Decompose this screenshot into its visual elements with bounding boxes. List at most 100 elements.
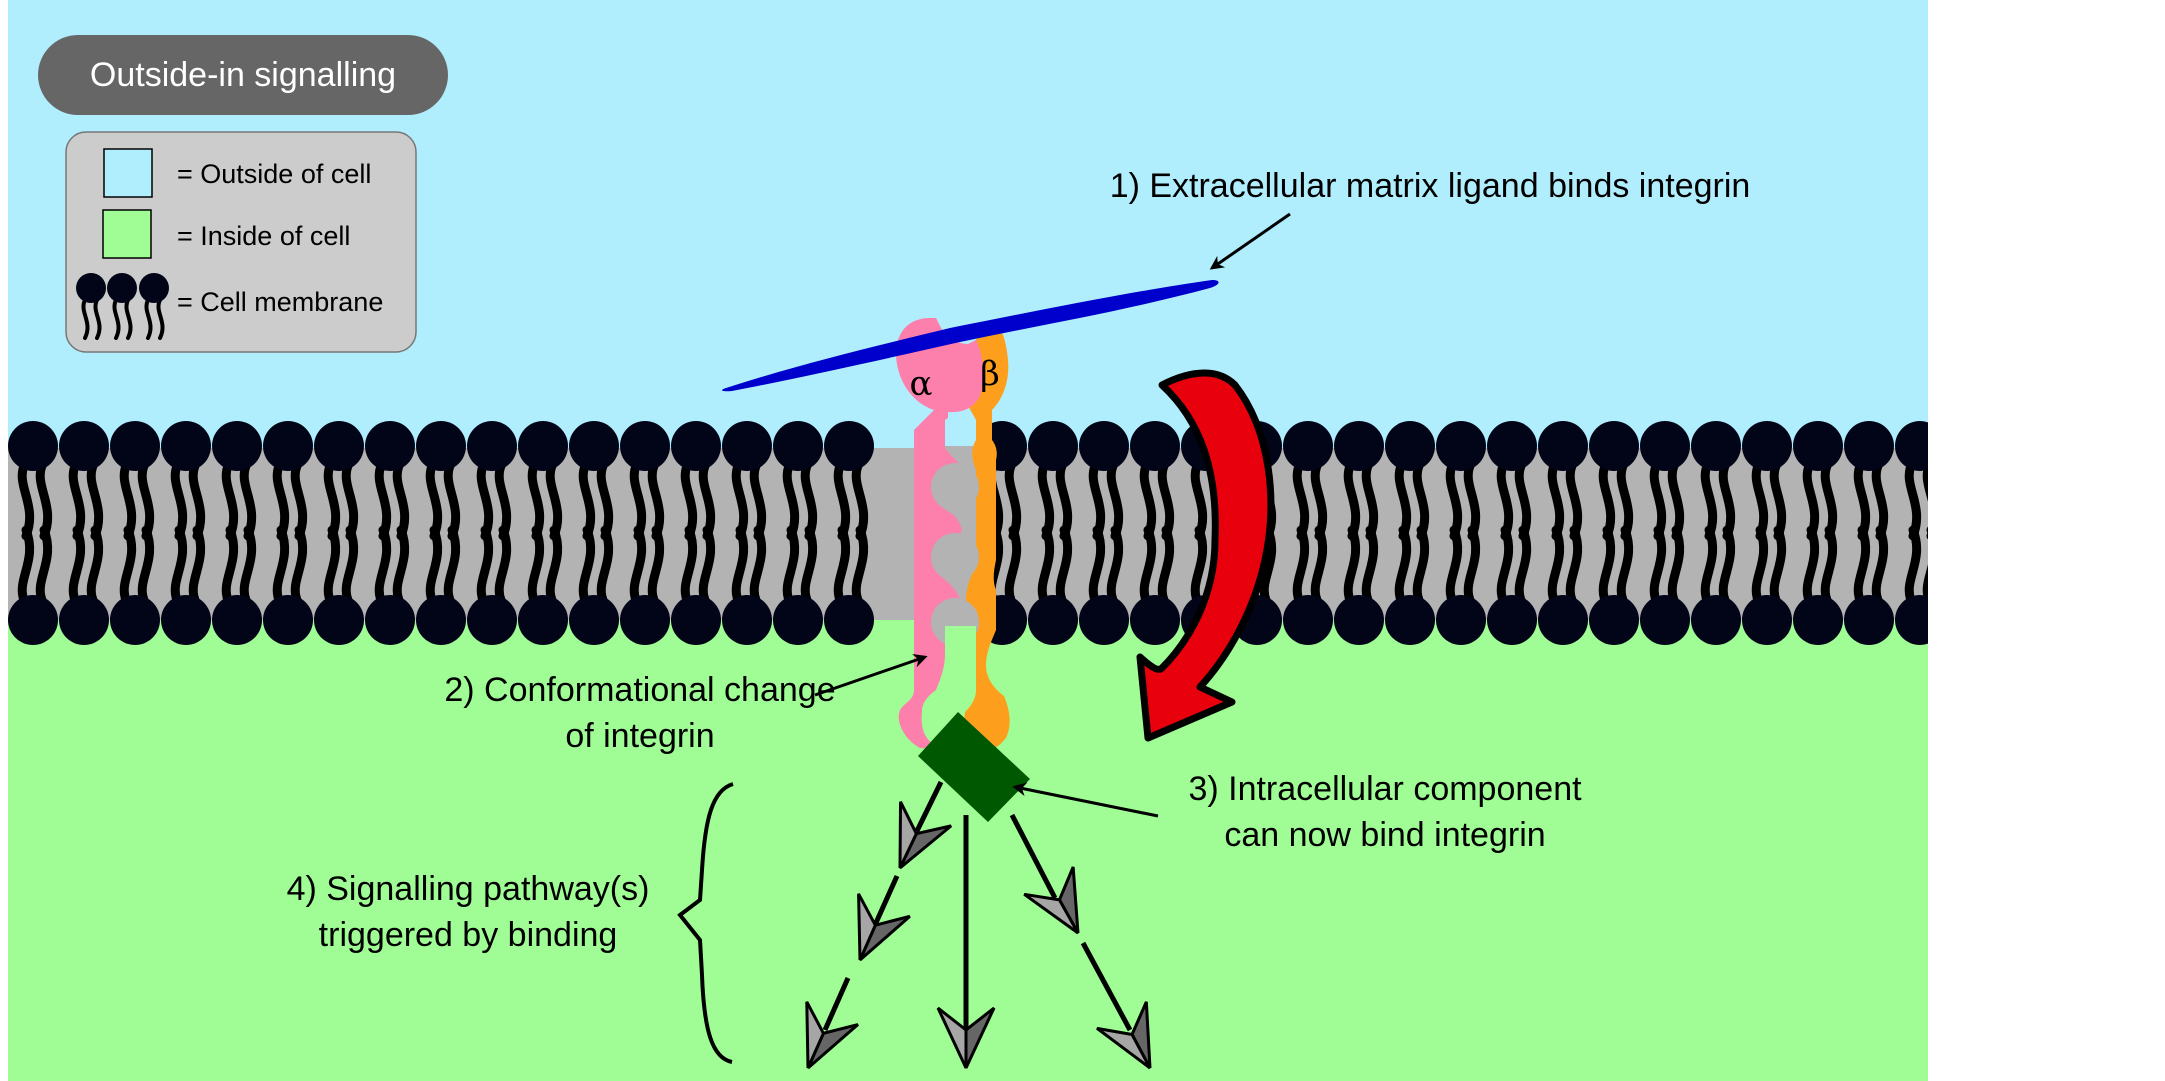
lipid-head xyxy=(365,595,415,645)
lipid-tail xyxy=(1445,525,1463,605)
lipid-head xyxy=(1742,421,1792,471)
lipid-head xyxy=(1283,595,1333,645)
lipid-head xyxy=(569,421,619,471)
lipid-head xyxy=(1334,421,1384,471)
lipid-tail xyxy=(851,525,869,605)
lipid-tail xyxy=(68,525,86,605)
lipid-head xyxy=(722,595,772,645)
lipid-tail xyxy=(239,525,257,605)
lipid-head xyxy=(1028,421,1078,471)
lipid-head xyxy=(76,273,106,303)
lipid-head xyxy=(773,595,823,645)
lipid-tail xyxy=(1922,526,1928,605)
lipid-head xyxy=(107,273,137,303)
lipid-head xyxy=(110,595,160,645)
lipid-tail xyxy=(156,298,165,340)
lipid-tail xyxy=(1343,525,1361,605)
lipid-tail xyxy=(1769,525,1787,605)
step-3-label-line-2: can now bind integrin xyxy=(1224,816,1545,854)
phospholipid-pair xyxy=(1589,421,1639,645)
lipid-head xyxy=(1130,421,1180,471)
lipid-head xyxy=(824,421,874,471)
phospholipid-pair xyxy=(824,421,874,645)
lipid-tail xyxy=(1157,525,1175,605)
lipid-tail xyxy=(1496,525,1514,605)
pathway-brace xyxy=(677,782,734,1064)
lipid-tail xyxy=(1055,525,1073,605)
phospholipid-pair xyxy=(467,421,517,645)
phospholipid-pair xyxy=(212,421,262,645)
lipid-head xyxy=(620,421,670,471)
lipid-head xyxy=(1895,421,1928,471)
legend: = Outside of cell = Inside of cell = Cel… xyxy=(65,131,417,353)
lipid-tail xyxy=(35,525,53,605)
lipid-head xyxy=(824,595,874,645)
lipid-head xyxy=(1589,595,1639,645)
lipid-tail xyxy=(443,525,461,605)
lipid-head xyxy=(1487,421,1537,471)
lipid-tail xyxy=(629,525,647,605)
beta-subunit xyxy=(960,319,1010,752)
phospholipid-pair xyxy=(161,421,211,645)
lipid-tail xyxy=(1598,525,1616,605)
lipid-tail xyxy=(1547,525,1565,605)
phospholipid-pair xyxy=(1436,421,1486,645)
pathway-line xyxy=(822,976,851,1032)
lipid-head xyxy=(59,421,109,471)
step-1-pointer xyxy=(1209,212,1291,270)
phospholipid-pair xyxy=(1385,421,1435,645)
pathway-arrowhead xyxy=(857,893,911,962)
pathway-line xyxy=(1009,813,1058,900)
lipid-head xyxy=(1793,595,1843,645)
lipid-tail xyxy=(1088,525,1106,605)
lipid-head xyxy=(1640,421,1690,471)
lipid-head xyxy=(1538,421,1588,471)
step-2-pointer xyxy=(814,654,928,697)
pathway-line xyxy=(1080,941,1133,1032)
lipid-head xyxy=(1691,421,1741,471)
lipid-tail xyxy=(1292,525,1310,605)
title-badge: Outside-in signalling xyxy=(38,35,448,115)
lipid-head xyxy=(773,421,823,471)
lipid-tail xyxy=(188,525,206,605)
phospholipid-pair xyxy=(569,421,619,645)
step-3-pointer xyxy=(1012,782,1159,818)
lipid-tail xyxy=(86,525,104,605)
phospholipid-pair xyxy=(620,421,670,645)
phospholipid-pair xyxy=(1895,421,1928,645)
lipid-tail xyxy=(1004,525,1022,605)
lipid-head xyxy=(569,595,619,645)
phospholipid-pair xyxy=(1793,421,1843,645)
lipid-head xyxy=(1283,421,1333,471)
lipid-tail xyxy=(1139,525,1157,605)
lipid-head xyxy=(1538,595,1588,645)
lipid-tail xyxy=(290,525,308,605)
lipid-head xyxy=(1079,595,1129,645)
lipid-head xyxy=(1385,421,1435,471)
phospholipid-pair xyxy=(110,421,160,645)
phospholipid-pair xyxy=(1844,421,1894,645)
pathway-arrowhead xyxy=(898,801,953,870)
lipid-tail xyxy=(1565,525,1583,605)
legend-label-inside: = Inside of cell xyxy=(177,221,350,251)
lipid-tail xyxy=(1802,525,1820,605)
lipid-head xyxy=(620,595,670,645)
signalling-pathways xyxy=(805,780,1152,1070)
lipid-tail xyxy=(1463,525,1481,605)
lipid-tail xyxy=(527,525,545,605)
conformational-change-arrow xyxy=(1136,369,1275,742)
step-3-label-line-1: 3) Intracellular component xyxy=(1188,770,1582,808)
lipid-head xyxy=(1436,595,1486,645)
lipid-head xyxy=(722,421,772,471)
phospholipid-pair xyxy=(518,421,568,645)
lipid-head xyxy=(314,421,364,471)
lipid-head xyxy=(212,421,262,471)
pathway-arrowhead xyxy=(1096,1001,1152,1070)
lipid-head xyxy=(139,273,169,303)
phospholipid-pair xyxy=(1487,421,1537,645)
phospholipid-pair xyxy=(8,421,58,645)
lipid-tail xyxy=(272,525,290,605)
lipid-tail xyxy=(112,298,121,340)
legend-label-membrane: = Cell membrane xyxy=(177,287,383,317)
alpha-label: α xyxy=(910,364,933,404)
